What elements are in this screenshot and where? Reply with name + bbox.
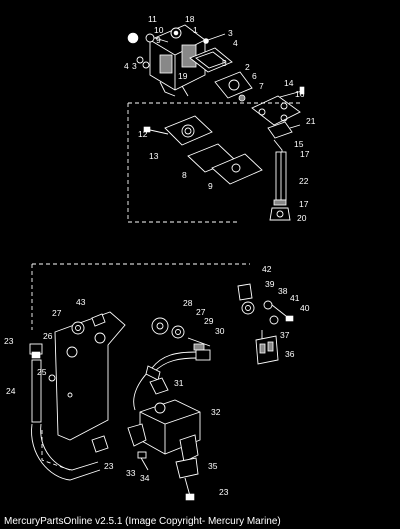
label-part-30: 30 [215,326,225,336]
label-part-34: 34 [140,473,150,483]
label-part-5: 5 [222,58,227,68]
label-part-9: 9 [208,181,213,191]
label-part-26: 26 [43,331,53,341]
label-part-42: 42 [262,264,272,274]
label-part-14: 14 [284,78,294,88]
part-number-labels: 11 18 10 1 9 3 4 4 3 5 2 6 7 19 14 16 21… [4,14,316,497]
label-part-4: 4 [233,38,238,48]
lower-fittings [91,435,199,501]
image-copyright-caption: MercuryPartsOnline v2.5.1 (Image Copyrig… [4,516,281,527]
label-part-18: 18 [185,14,195,24]
label-part-23-bottom: 23 [219,487,229,497]
label-part-10: 10 [154,25,164,35]
label-part-21: 21 [306,116,316,126]
filter-base-assembly [143,115,263,185]
label-part-43: 43 [76,297,86,307]
label-part-39: 39 [265,279,275,289]
label-part-28: 28 [183,298,193,308]
label-part-32: 32 [211,407,221,417]
label-part-13: 13 [149,151,159,161]
mounting-bracket [54,311,126,441]
label-part-9-upper: 9 [156,35,161,45]
label-part-7: 7 [259,81,264,91]
label-part-3: 3 [228,28,233,38]
label-part-15: 15 [294,139,304,149]
label-part-20: 20 [297,213,307,223]
label-part-40: 40 [300,303,310,313]
label-part-19: 19 [178,71,188,81]
label-part-17-lower: 17 [299,199,309,209]
label-part-22: 22 [299,176,309,186]
wiring-harness [133,349,211,411]
label-part-2: 2 [245,62,250,72]
label-part-33: 33 [126,468,136,478]
label-part-12: 12 [138,129,148,139]
label-part-24: 24 [6,386,16,396]
fuel-hose-assembly [269,139,291,221]
dashed-callout-box [127,102,300,223]
label-part-23-top: 23 [4,336,14,346]
label-part-27-right: 27 [196,307,206,317]
label-part-17-upper: 17 [300,149,310,159]
valve-body [127,399,201,463]
label-part-1: 1 [193,25,198,35]
label-part-41: 41 [290,293,300,303]
label-part-27-left: 27 [52,308,62,318]
label-part-4-left: 4 [124,61,129,71]
label-part-6: 6 [252,71,257,81]
label-part-23-middle: 23 [104,461,114,471]
label-part-31: 31 [174,378,184,388]
water-hose [29,343,101,481]
label-part-8: 8 [182,170,187,180]
fuel-pump-assembly [127,24,305,139]
label-part-16: 16 [295,89,305,99]
label-part-3-left: 3 [132,61,137,71]
label-part-35: 35 [208,461,218,471]
label-part-36: 36 [285,349,295,359]
label-part-29: 29 [204,316,214,326]
label-part-25: 25 [37,367,47,377]
label-part-38: 38 [278,286,288,296]
spacers-and-bolt [151,317,211,351]
label-part-37: 37 [280,330,290,340]
label-part-11: 11 [148,14,157,24]
connector-assembly [237,283,294,365]
